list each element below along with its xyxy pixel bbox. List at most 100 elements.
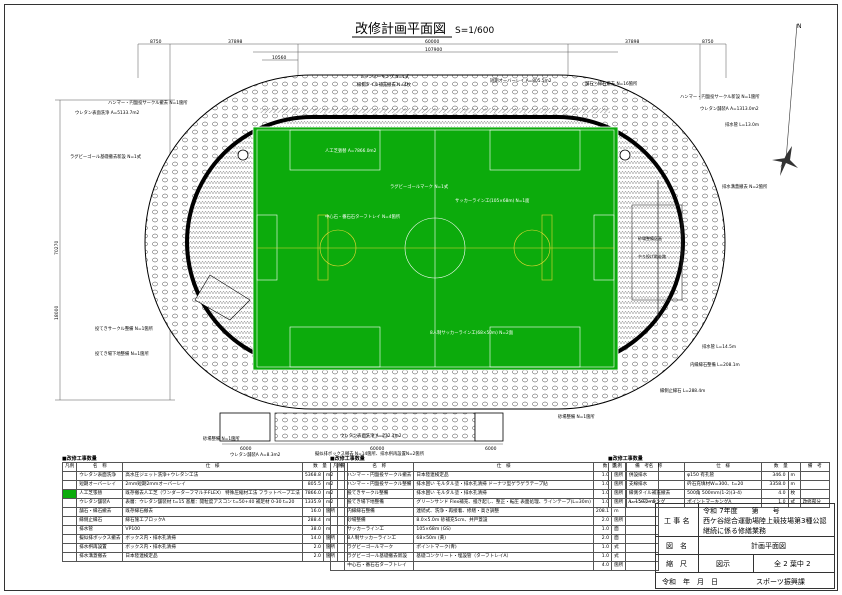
callout-urethane-left: ウレタン表面洗浄 A=5133.7m2 [75, 109, 140, 116]
cell-spec: 排水囲い モルタル塗・排水孔清掃 [413, 489, 594, 499]
cell-unit: 箇所 [611, 516, 627, 526]
callout-throw: 投てきサークル整備 N=1箇所 [95, 325, 154, 332]
dim-2: 37898 [228, 39, 242, 45]
cell-spec: 連続式、洗浄・再接着、修繕・高さ調整 [413, 507, 594, 517]
cell-name: 中心石・番石石ターフトレイ [344, 561, 415, 571]
cell-legend [61, 498, 78, 508]
cell-legend [329, 498, 346, 508]
cell-legend [329, 480, 346, 490]
callout-edge: 縁側止縁石 L=288.4m [660, 387, 705, 394]
cell-spec: φ150 有孔管 [684, 471, 763, 481]
cell-name: 舗石・縁石撤去 [76, 507, 124, 517]
dim-1: 8750 [150, 39, 162, 45]
sandpit-area [631, 204, 683, 301]
table2-caption: ■改修工事数量 [330, 456, 365, 462]
cell-legend [61, 552, 78, 562]
cell-legend [329, 489, 346, 499]
cell-spec: ボックス内・排水孔清掃 [122, 543, 303, 553]
cell-spec: 既存撤去人工芝（ワンダーターフマルチFLEX） 特殊圧縮材工法 フラットベープ工… [122, 489, 303, 499]
cell-qty: 2.0 [592, 534, 613, 544]
cell-legend [608, 498, 627, 508]
cell-unit: 面 [611, 534, 627, 544]
north-arrow-icon: N [772, 23, 802, 176]
title-block: 工 事 名 令和 7年度 第 号 西ケ谷総合運動場陸上競技場第3種公認 継続に係… [655, 503, 835, 589]
cell-qty: 7866.0 [301, 489, 324, 499]
cell-name: 縁側タイル補充撤去 [625, 489, 686, 499]
cell-qty: 14.0 [301, 534, 324, 544]
col-name: 名 称 [625, 462, 686, 472]
col-legend: 凡例 [61, 462, 78, 472]
dim-3: 60000 [425, 39, 439, 45]
cell-legend [329, 525, 346, 535]
callout-drain-right: 排水管 L=13.0m [725, 121, 759, 128]
cell-name: 併設排水 [625, 471, 686, 481]
col-name: 名 称 [344, 462, 415, 472]
drawing-name: 計画平面図 [751, 542, 786, 550]
cell-legend [329, 543, 346, 553]
cell-name: 投てき場下地整備 [344, 498, 415, 508]
callout-hammer-left: ハンマー・円盤投サークル撤去 N=1箇所 [108, 99, 188, 106]
cell-qty: 5368.8 [301, 471, 324, 481]
cell-legend [61, 480, 78, 490]
dim-side2: 18000 [54, 306, 60, 320]
callout-inner: 内縁縁石整備 L=208.1m [690, 361, 740, 368]
cell-note [625, 525, 659, 535]
drawing-frame [4, 4, 838, 591]
cell-unit: 式 [611, 552, 627, 562]
cell-note [625, 561, 659, 571]
cell-unit: m [787, 471, 801, 481]
callout-basin: 排水溝蓋撤去 N=2箇所 [722, 183, 768, 190]
artificial-turf-field [252, 126, 619, 371]
cell-spec: グリーンサンド Flex補充、掻き起し、整正・転圧 表面処理、ラインテープ(L=… [413, 498, 594, 508]
col-spec: 仕 様 [413, 462, 594, 472]
cell-legend [329, 507, 346, 517]
cell-qty: 2.0 [301, 552, 324, 562]
dimension-lines: 8750 37898 60000 107900 10560 37898 8750… [54, 39, 727, 401]
callout-turf: 人工芝張替 A=7866.0m2 [325, 147, 377, 154]
table-row: 人工芝張替既存撤去人工芝（ワンダーターフマルチFLEX） 特殊圧縮材工法 フラッ… [61, 489, 348, 499]
cell-spec: 高水圧ジェット洗浄+ウレタン工法 [122, 471, 303, 481]
callout-drain2: 排水管 L=14.5m [702, 343, 736, 350]
sheet-number: 全 2 葉中 2 [774, 560, 811, 568]
cell-legend [61, 534, 78, 544]
cell-legend [329, 516, 346, 526]
sandpit-left [219, 412, 271, 442]
cell-qty: 805.5 [301, 480, 324, 490]
cell-legend [61, 525, 78, 535]
cell-name: ウレタン表面洗浄 [76, 471, 124, 481]
cell-qty: 288.4 [301, 516, 324, 526]
cell-legend [329, 561, 346, 571]
cell-qty: 1.0 [592, 525, 613, 535]
cell-qty: 3358.0 [761, 480, 789, 490]
cell-spec: 日本陸連検定品 [122, 552, 303, 562]
cell-qty: 1335.9 [301, 498, 324, 508]
work-year: 令和 7年度 第 号 [703, 507, 780, 515]
drawing-title: 改修計画平面図 [355, 21, 446, 37]
department: スポーツ振興課 [756, 578, 805, 586]
cell-spec: 縁石施工ブロックA [122, 516, 303, 526]
cell-legend [608, 489, 627, 499]
cell-name: ハンマー・円盤投サークル撤去 [344, 471, 415, 481]
field-lines-8-a-side [257, 214, 614, 281]
callout-sand-left: 砂場整備 N=1箇所 [203, 435, 240, 442]
cell-note [625, 516, 659, 526]
label-sandpit: 砂場整備区画 [638, 235, 662, 241]
cell-qty: 4.0 [592, 561, 613, 571]
cell-qty: 2.0 [592, 516, 613, 526]
bottom-straight [274, 412, 476, 442]
cell-name: 投てきサークル整備 [344, 489, 415, 499]
cell-spec: 2mm短期2mmオーバーレイ [122, 480, 303, 490]
cell-spec: ボックス内・排水孔清掃 [122, 534, 303, 544]
